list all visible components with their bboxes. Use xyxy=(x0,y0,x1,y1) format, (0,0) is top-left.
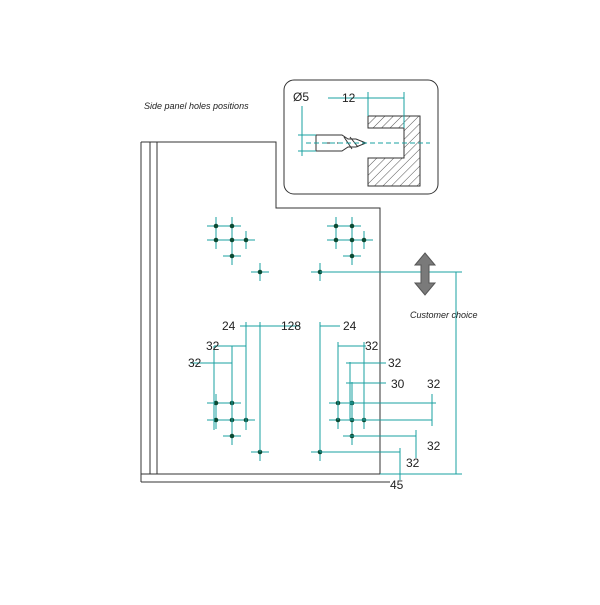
customer-choice-label: Customer choice xyxy=(410,310,478,320)
dim-32-f: 32 xyxy=(427,439,441,453)
drill-detail-inset: Ø5 12 xyxy=(283,79,439,195)
dim-24-left: 24 xyxy=(222,319,236,333)
depth-label: 12 xyxy=(342,91,356,105)
hole-marker xyxy=(223,247,241,265)
caption-text: Side panel holes positions xyxy=(144,101,249,111)
hatched-section xyxy=(367,115,421,187)
dim-30: 30 xyxy=(391,377,405,391)
dim-32-d: 32 xyxy=(388,356,402,370)
hole-marker xyxy=(207,411,225,429)
hole-marker-single xyxy=(251,263,269,281)
dim-24-right: 24 xyxy=(343,319,357,333)
hole-marker xyxy=(343,247,361,265)
hole-marker xyxy=(355,231,373,249)
hole-marker xyxy=(327,231,345,249)
hole-marker xyxy=(237,231,255,249)
side-panel xyxy=(140,141,390,483)
dim-32-g: 32 xyxy=(406,456,420,470)
adjust-arrow-icon xyxy=(413,252,437,296)
panel-outline-top xyxy=(141,141,381,282)
dimension-lines xyxy=(190,271,462,480)
dim-32-a: 32 xyxy=(206,339,220,353)
hole-marker xyxy=(207,231,225,249)
dim-32-b: 32 xyxy=(365,339,379,353)
dim-32-c: 32 xyxy=(188,356,202,370)
dim-45: 45 xyxy=(390,478,404,492)
hole-marker xyxy=(207,394,225,412)
dim-32-e: 32 xyxy=(427,377,441,391)
diameter-label: Ø5 xyxy=(293,90,309,104)
dim-128: 128 xyxy=(281,319,301,333)
